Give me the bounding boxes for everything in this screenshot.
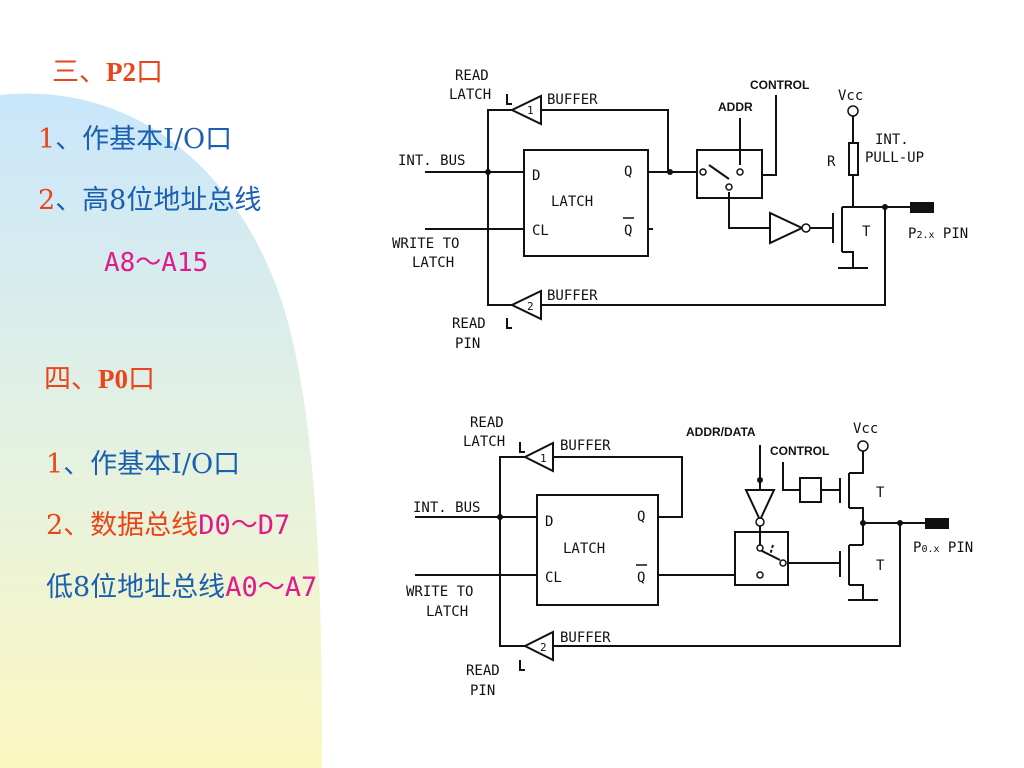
p0-latch-q-label: Q — [637, 509, 645, 525]
p2-latch-d-label: D — [532, 168, 540, 184]
p0-pin-label: P0.x PIN — [913, 540, 973, 556]
p0-control-label: CONTROL — [770, 444, 829, 458]
p2-latch-qbar-label: Q — [624, 223, 632, 239]
p0-read-pin-label-2: PIN — [470, 683, 495, 699]
p0-read-pin-label-1: READ — [466, 663, 500, 679]
p0-item-2-number: 2 — [46, 510, 64, 541]
p2-item-2-number: 2 — [38, 185, 56, 216]
p0-write-to-latch-label-1: WRITE TO — [406, 584, 473, 600]
p2-write-to-latch-label-2: LATCH — [412, 255, 454, 271]
p2-item-1-number: 1 — [38, 124, 56, 155]
p2-pin-suffix: PIN — [935, 226, 969, 242]
p0-circuit-diagram: READ LATCH BUFFER 1 ADDR/DATA CONTROL Vc… — [406, 415, 973, 699]
p2-item-2-text: 、高8位地址总线 — [55, 185, 262, 216]
p0-pin-prefix: P — [913, 540, 921, 556]
p2-buffer-top-number: 1 — [527, 104, 534, 117]
p2-buffer-bottom-label: BUFFER — [547, 288, 598, 304]
p0-heading-bold: P0 — [98, 364, 128, 394]
p0-buffer-bottom-label: BUFFER — [560, 630, 611, 646]
p2-vcc-label: Vcc — [838, 88, 863, 104]
p0-pin-sub: 0.x — [921, 544, 939, 555]
p0-item-3-range: A0～A7 — [225, 572, 318, 603]
p2-pin-prefix: P — [908, 226, 916, 242]
p2-latch-label: LATCH — [551, 194, 593, 210]
p2-read-pin-label-1: READ — [452, 316, 486, 332]
p0-heading-prefix: 四、 — [44, 364, 98, 395]
p2-pin-sub: 2.x — [916, 230, 934, 241]
p2-heading-suffix: 口 — [136, 57, 163, 88]
p0-buffer-top-label: BUFFER — [560, 438, 611, 454]
p0-buffer-top-number: 1 — [540, 452, 547, 465]
p2-item-2: 2、高8位地址总线 — [38, 178, 261, 217]
p2-write-to-latch-label-1: WRITE TO — [392, 236, 459, 252]
p2-read-pin-label-2: PIN — [455, 336, 480, 352]
p0-item-1-text: 、作基本I/O口 — [63, 449, 241, 480]
p0-int-bus-label: INT. BUS — [413, 500, 480, 516]
p2-read-latch-label-2: LATCH — [449, 87, 491, 103]
p2-heading: 三、P2口 — [52, 50, 163, 89]
p0-item-2-text: 、数据总线 — [63, 510, 199, 541]
p0-vcc-label: Vcc — [853, 421, 878, 437]
p0-write-to-latch-label-2: LATCH — [426, 604, 468, 620]
p0-item-2: 2、数据总线D0～D7 — [46, 503, 290, 542]
p0-item-1-number: 1 — [46, 449, 64, 480]
p2-pin-label: P2.x PIN — [908, 226, 968, 242]
p0-heading: 四、P0口 — [44, 357, 155, 396]
p0-latch-qbar-label: Q — [637, 570, 645, 586]
p0-latch-cl-label: CL — [545, 570, 562, 586]
p2-address-range: A8～A15 — [104, 248, 209, 278]
p2-item-1-text: 、作基本I/O口 — [55, 124, 233, 155]
p2-transistor-label: T — [862, 224, 871, 240]
p0-transistor-top-label: T — [876, 485, 885, 501]
p0-transistor-bottom-label: T — [876, 558, 885, 574]
p2-control-label: CONTROL — [750, 78, 809, 92]
p0-latch-label: LATCH — [563, 541, 605, 557]
p2-latch-q-label: Q — [624, 164, 632, 180]
p0-pin-suffix: PIN — [940, 540, 974, 556]
p2-int-bus-label: INT. BUS — [398, 153, 465, 169]
p2-buffer-top-label: BUFFER — [547, 92, 598, 108]
p0-item-1: 1、作基本I/O口 — [46, 442, 240, 481]
p0-item-2-range: D0～D7 — [198, 510, 291, 541]
p2-circuit-diagram: READ LATCH BUFFER 1 CONTROL ADDR Vcc INT… — [392, 68, 968, 352]
p2-int-pullup-label-2: PULL-UP — [865, 150, 924, 166]
p0-latch-d-label: D — [545, 514, 553, 530]
p2-latch-cl-label: CL — [532, 223, 549, 239]
p2-int-pullup-label-1: INT. — [875, 132, 909, 148]
p2-heading-prefix: 三、 — [52, 57, 106, 88]
p2-buffer-bottom-number: 2 — [527, 300, 534, 313]
p0-item-3: 低8位地址总线A0～A7 — [46, 565, 317, 604]
p0-heading-suffix: 口 — [128, 364, 155, 395]
p2-read-latch-label-1: READ — [455, 68, 489, 84]
p0-read-latch-label-1: READ — [470, 415, 504, 431]
p0-item-3-text: 低8位地址总线 — [46, 572, 226, 603]
p0-buffer-bottom-number: 2 — [540, 641, 547, 654]
p2-item-1: 1、作基本I/O口 — [38, 117, 232, 156]
p2-addr-label: ADDR — [718, 100, 753, 114]
p2-resistor-label: R — [827, 154, 836, 170]
p0-addr-data-label: ADDR/DATA — [686, 425, 756, 439]
p0-read-latch-label-2: LATCH — [463, 434, 505, 450]
p2-heading-bold: P2 — [106, 57, 136, 87]
